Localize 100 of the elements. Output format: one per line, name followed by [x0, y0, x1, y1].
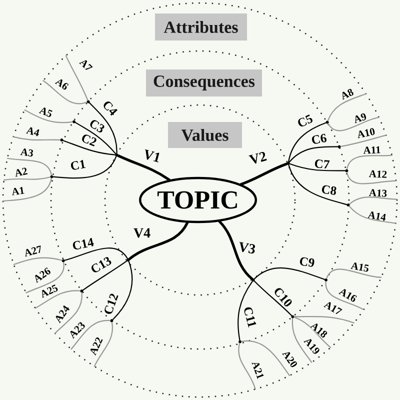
edge-label: C4	[101, 99, 119, 117]
edge-label: C9	[298, 256, 316, 268]
edge-label: A16	[338, 287, 358, 303]
branch-line	[94, 322, 114, 367]
branch-line	[128, 221, 189, 260]
branch-point	[126, 258, 130, 262]
branch-line	[238, 280, 253, 341]
edge-label: C12	[103, 292, 120, 316]
branch-line	[88, 102, 118, 154]
heading-box: Values	[168, 122, 242, 148]
branch-point	[60, 138, 64, 142]
edge-label: V1	[142, 148, 162, 164]
edge-label: C6	[310, 133, 328, 145]
edge-label: A8	[339, 88, 355, 100]
branch-line	[112, 261, 133, 320]
edge-label: A14	[367, 210, 387, 222]
branch-line	[3, 176, 51, 181]
branch-line	[288, 122, 326, 162]
branch-line	[64, 248, 128, 261]
edge-label: A2	[14, 166, 28, 178]
edge-label: C11	[242, 305, 258, 329]
branch-line	[327, 93, 366, 122]
edge-label: A26	[32, 266, 52, 284]
edge-label: C5	[296, 114, 314, 128]
branch-line	[65, 55, 88, 101]
branch-point	[286, 162, 290, 165]
edge-label: A1	[10, 186, 26, 196]
branch-line	[52, 156, 117, 179]
branch-line	[254, 267, 325, 280]
branch-line	[349, 196, 398, 204]
edge-label: A21	[251, 360, 265, 380]
branch-line	[82, 260, 128, 291]
branch-line	[294, 316, 332, 348]
branch-point	[86, 100, 90, 104]
branch-line	[292, 318, 312, 363]
edge-label: A9	[352, 112, 368, 124]
branch-line	[218, 220, 254, 280]
branch-line	[346, 172, 397, 184]
edge-label: V2	[248, 150, 268, 166]
heading-box: Attributes	[155, 14, 247, 40]
branch-line	[12, 136, 61, 140]
branch-point	[291, 315, 294, 318]
branch-point	[115, 154, 118, 156]
branch-point	[324, 278, 328, 282]
branch-line	[254, 280, 292, 316]
edge-label: A11	[362, 146, 382, 154]
branch-point	[346, 204, 350, 206]
branch-point	[345, 169, 348, 172]
branch-line	[340, 134, 387, 147]
edge-label: A17	[323, 300, 343, 316]
edge-label: V3	[237, 242, 257, 254]
edge-label: A22	[88, 336, 104, 356]
edge-label: C14	[71, 237, 95, 251]
edge-label: A6	[54, 77, 70, 91]
edge-label: A15	[350, 262, 370, 272]
branch-line	[346, 154, 392, 170]
branch-line	[328, 116, 380, 132]
branch-line	[26, 262, 64, 294]
branch-line	[34, 290, 81, 309]
branch-line	[288, 146, 338, 163]
branch-point	[252, 278, 255, 282]
edge-label: C3	[88, 118, 106, 134]
branch-point	[338, 145, 341, 148]
branch-point	[326, 120, 329, 124]
edge-label: A4	[26, 126, 40, 137]
branch-line	[24, 109, 73, 124]
branch-line	[240, 162, 288, 186]
edge-label: V4	[133, 228, 151, 238]
edge-label: A13	[368, 188, 388, 198]
branch-line	[289, 163, 346, 172]
branch-line	[54, 292, 82, 334]
edge-label: A23	[68, 320, 86, 340]
edge-label: C8	[320, 184, 338, 196]
edge-label: C1	[69, 159, 87, 171]
edge-label: C10	[272, 286, 294, 308]
edge-label: A5	[38, 106, 54, 118]
edge-label: A12	[368, 170, 388, 178]
branch-line	[42, 80, 88, 104]
edge-label: A18	[309, 321, 329, 339]
heading-box: Consequences	[146, 70, 262, 96]
branch-line	[62, 140, 116, 156]
edge-label: A10	[356, 127, 376, 139]
edge-label: A25	[38, 284, 60, 298]
branch-line	[294, 316, 354, 324]
branch-line	[6, 158, 52, 176]
edge-label: C2	[80, 132, 98, 148]
branch-line	[241, 340, 290, 376]
branch-point	[50, 175, 54, 178]
branch-line	[2, 178, 52, 202]
branch-line	[13, 257, 62, 265]
branch-line	[326, 268, 382, 279]
edge-label: A3	[20, 148, 34, 158]
edge-label: C13	[89, 256, 113, 274]
branch-point	[110, 319, 114, 322]
branch-point	[80, 290, 84, 292]
edge-label: A27	[23, 244, 43, 258]
branch-point	[72, 120, 76, 124]
edge-label: A7	[78, 58, 94, 72]
branch-line	[325, 281, 364, 310]
edge-label: C7	[314, 158, 330, 170]
